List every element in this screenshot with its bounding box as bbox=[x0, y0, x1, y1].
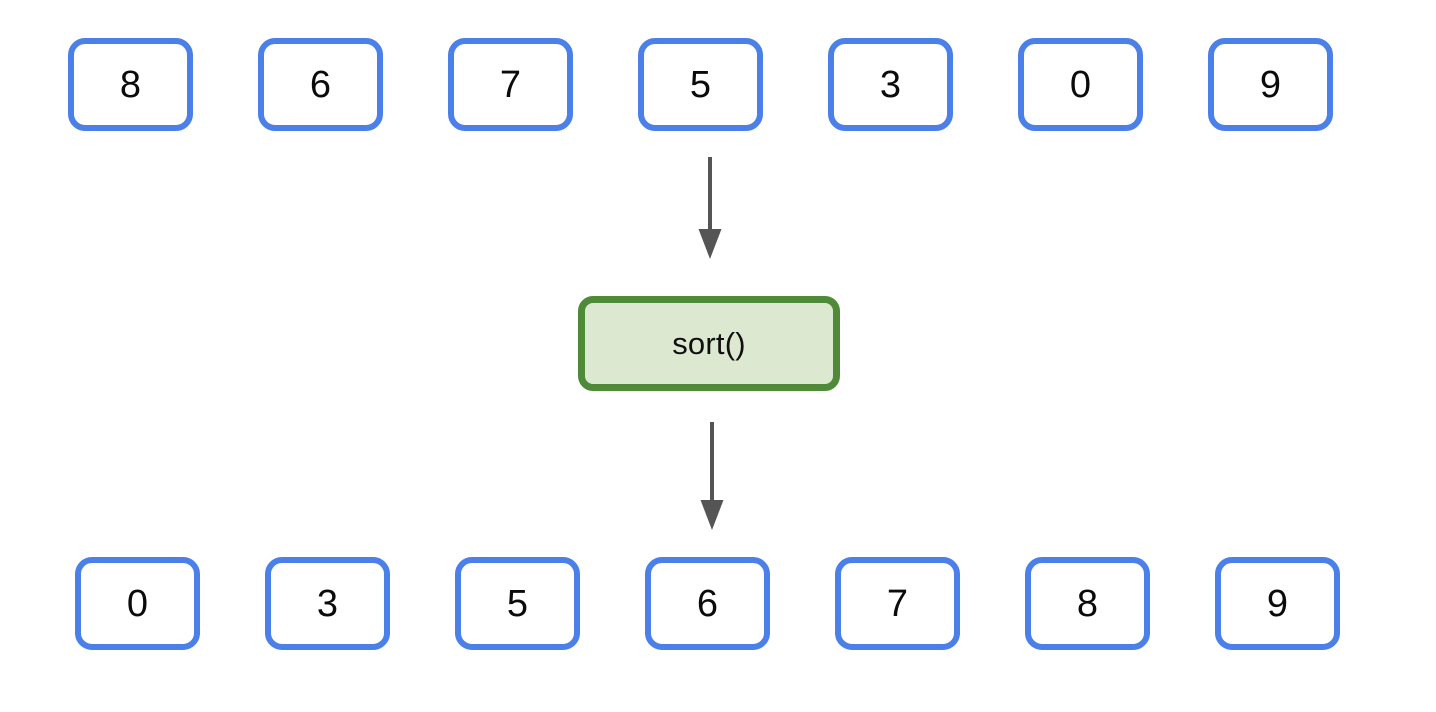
arrow-sort-to-output-icon bbox=[700, 422, 724, 530]
array-cell-value: 7 bbox=[886, 582, 909, 625]
array-cell[interactable]: 3 bbox=[828, 38, 953, 131]
array-cell-value: 7 bbox=[499, 63, 522, 106]
array-cell[interactable]: 5 bbox=[455, 557, 580, 650]
array-cell-value: 8 bbox=[119, 63, 142, 106]
sort-process-label: sort() bbox=[672, 326, 746, 361]
array-cell-value: 9 bbox=[1266, 582, 1289, 625]
array-cell[interactable]: 7 bbox=[448, 38, 573, 131]
array-cell[interactable]: 8 bbox=[68, 38, 193, 131]
array-cell[interactable]: 0 bbox=[75, 557, 200, 650]
array-cell-value: 6 bbox=[309, 63, 332, 106]
array-cell[interactable]: 6 bbox=[258, 38, 383, 131]
array-cell-value: 3 bbox=[316, 582, 339, 625]
array-cell-value: 8 bbox=[1076, 582, 1099, 625]
array-cell-value: 3 bbox=[879, 63, 902, 106]
array-cell[interactable]: 6 bbox=[645, 557, 770, 650]
array-cell-value: 9 bbox=[1259, 63, 1282, 106]
sorted-output-array: 0 3 5 6 7 8 9 bbox=[75, 557, 1340, 650]
array-cell[interactable]: 3 bbox=[265, 557, 390, 650]
array-cell[interactable]: 9 bbox=[1208, 38, 1333, 131]
array-cell[interactable]: 7 bbox=[835, 557, 960, 650]
array-cell-value: 6 bbox=[696, 582, 719, 625]
unsorted-input-array: 8 6 7 5 3 0 9 bbox=[68, 38, 1333, 131]
array-cell[interactable]: 8 bbox=[1025, 557, 1150, 650]
array-cell-value: 0 bbox=[1069, 63, 1092, 106]
array-cell[interactable]: 5 bbox=[638, 38, 763, 131]
array-cell-value: 5 bbox=[689, 63, 712, 106]
array-cell[interactable]: 9 bbox=[1215, 557, 1340, 650]
array-cell[interactable]: 0 bbox=[1018, 38, 1143, 131]
array-cell-value: 5 bbox=[506, 582, 529, 625]
arrow-input-to-sort-icon bbox=[698, 157, 722, 259]
sort-process-node[interactable]: sort() bbox=[578, 296, 840, 391]
array-cell-value: 0 bbox=[126, 582, 149, 625]
